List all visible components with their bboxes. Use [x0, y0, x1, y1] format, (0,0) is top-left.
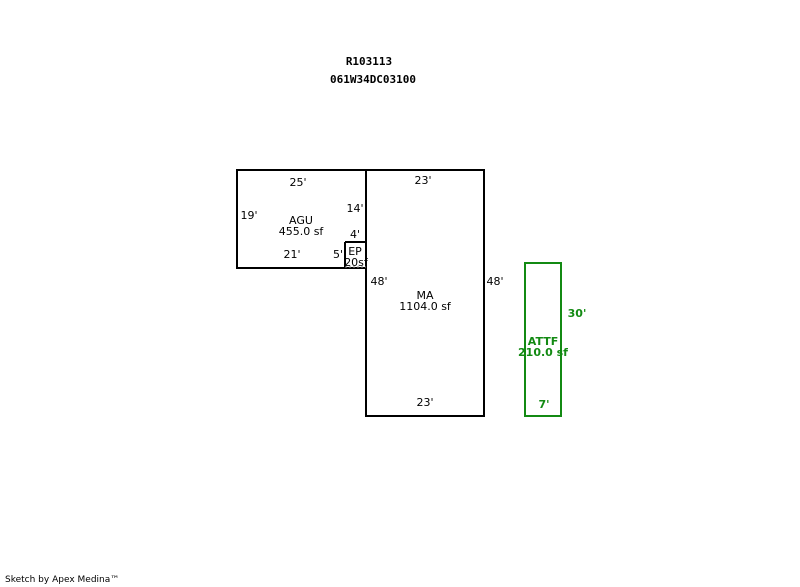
- ma-right-dimension: 48': [486, 275, 503, 288]
- agu-right-lower-dimension: 4': [350, 228, 360, 241]
- agu-left-dimension: 19': [240, 209, 257, 222]
- agu-right-upper-dimension: 14': [346, 202, 363, 215]
- ma-bottom-dimension: 23': [416, 396, 433, 409]
- sketch-credit: Sketch by Apex Medina™: [5, 575, 120, 585]
- parcel-id: R103113: [346, 55, 392, 68]
- ep-area-code: EP: [348, 245, 362, 258]
- ep-side-dimension: 5': [333, 248, 343, 261]
- attf-area-outline: [524, 262, 562, 417]
- ma-area-size: 1104.0 sf: [399, 300, 452, 313]
- agu-area-code: AGU: [289, 214, 313, 227]
- agu-top-dimension: 25': [289, 176, 306, 189]
- ma-area-code: MA: [416, 289, 433, 302]
- ep-area-size: 20sf: [344, 256, 369, 269]
- attf-area-size: 210.0 sf: [518, 346, 568, 359]
- map-number: 061W34DC03100: [330, 73, 416, 86]
- attf-right-dimension: 30': [568, 307, 587, 320]
- attf-area-code: ATTF: [528, 335, 558, 348]
- agu-area-size: 455.0 sf: [279, 225, 325, 238]
- attf-bottom-dimension: 7': [538, 398, 549, 411]
- ma-left-dimension: 48': [370, 275, 387, 288]
- ma-area-outline: [365, 169, 485, 417]
- ma-top-dimension: 23': [414, 174, 431, 187]
- agu-bottom-dimension: 21': [283, 248, 300, 261]
